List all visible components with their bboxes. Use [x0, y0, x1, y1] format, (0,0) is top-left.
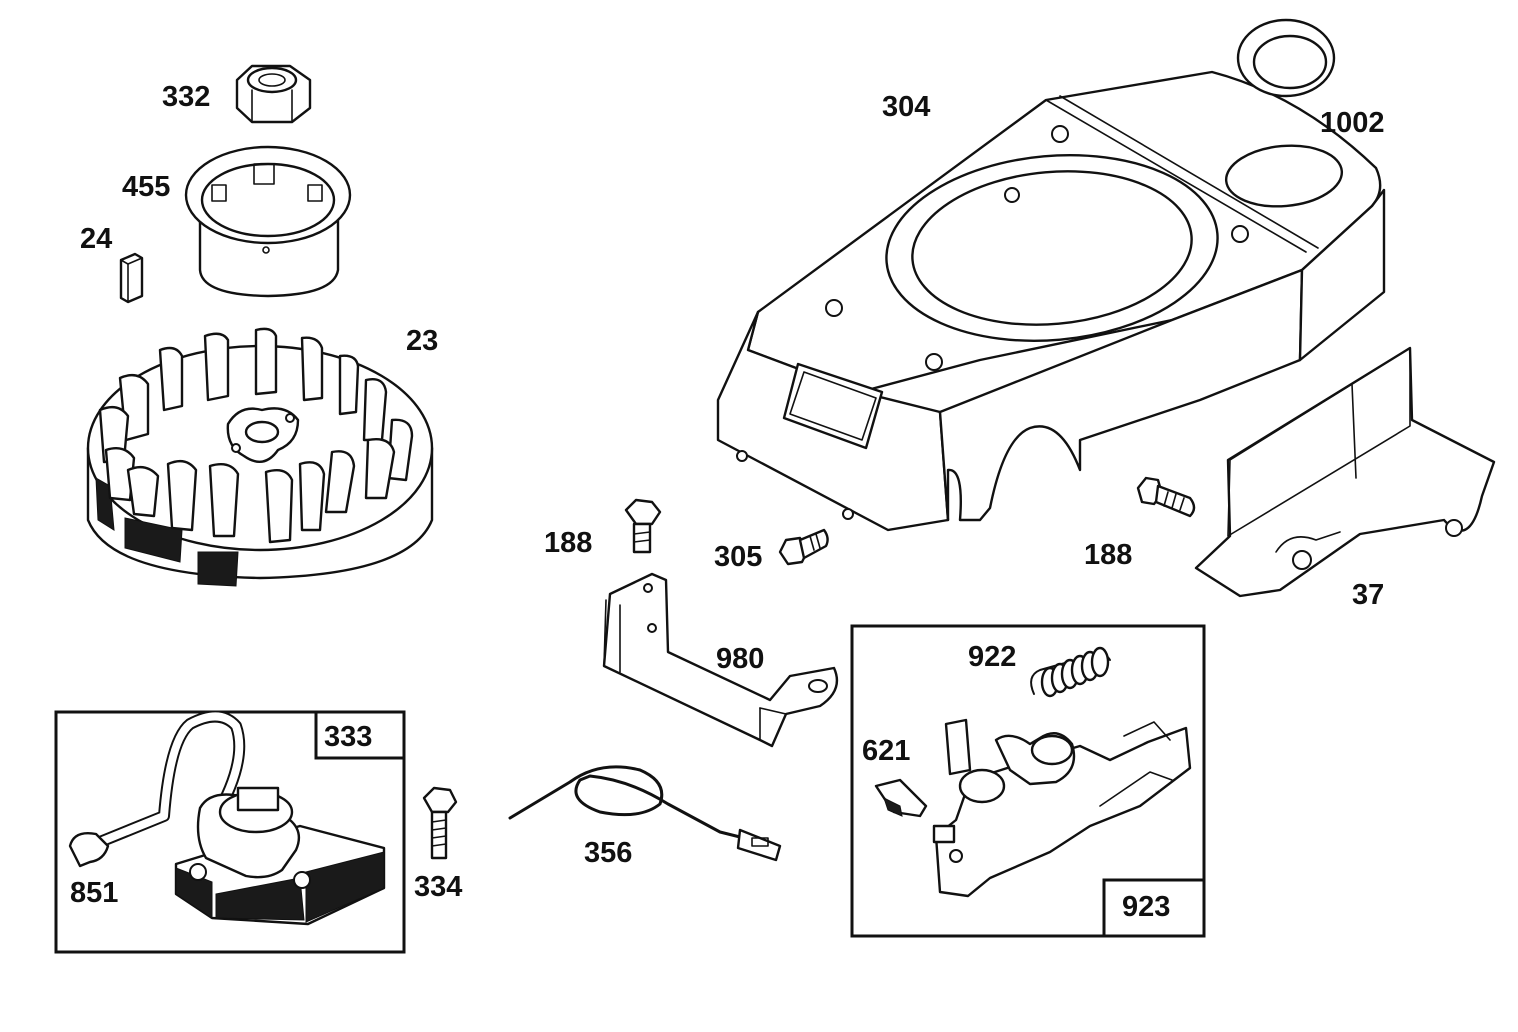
part-356-ground-wire [508, 765, 782, 862]
label-980: 980 [716, 643, 764, 675]
part-923-governor-box [850, 624, 1206, 938]
part-304-blower-housing [716, 70, 1386, 532]
label-922: 922 [968, 641, 1016, 673]
part-332-nut [235, 64, 312, 124]
label-1002: 1002 [1320, 107, 1385, 139]
part-334-screw [422, 786, 458, 860]
part-980-bracket [602, 572, 839, 748]
label-332: 332 [162, 81, 210, 113]
label-305: 305 [714, 541, 762, 573]
part-37-bracket [1194, 346, 1496, 598]
label-23: 23 [406, 325, 438, 357]
part-24-key [119, 252, 144, 304]
label-188-right: 188 [1084, 539, 1132, 571]
part-1002-ring [1236, 18, 1336, 98]
label-37: 37 [1352, 579, 1384, 611]
part-333-armature-box [54, 710, 406, 954]
part-455-fan-retainer [184, 145, 352, 298]
label-333: 333 [324, 721, 372, 753]
label-334: 334 [414, 871, 462, 903]
label-304: 304 [882, 91, 930, 123]
label-24: 24 [80, 223, 112, 255]
label-923: 923 [1122, 891, 1170, 923]
part-23-flywheel [86, 327, 434, 587]
part-305-screw [778, 528, 829, 566]
part-188-screw-right [1136, 476, 1196, 518]
label-455: 455 [122, 171, 170, 203]
label-621: 621 [862, 735, 910, 767]
part-188-screw-left [624, 498, 662, 554]
label-851: 851 [70, 877, 118, 909]
label-188-left: 188 [544, 527, 592, 559]
label-356: 356 [584, 837, 632, 869]
